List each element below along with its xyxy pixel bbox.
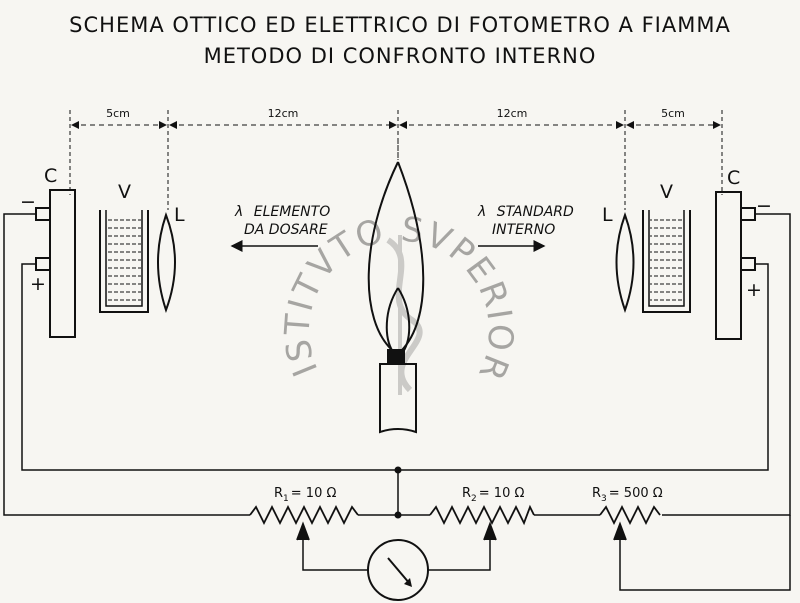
r3-value: = 500 Ω [609, 486, 663, 501]
cell-left-label: C [44, 165, 57, 187]
filter-cuvette-left [99, 210, 149, 313]
beam-right-line2: INTERNO [492, 222, 555, 238]
filter-cuvette-right [642, 210, 691, 313]
beam-right-line1: λ STANDARD [477, 204, 574, 220]
r1-value: = 10 Ω [291, 486, 337, 501]
polarity-right-plus: + [746, 279, 762, 301]
beam-left-line1: λ ELEMENTO [234, 204, 330, 220]
title-line-2: METODO DI CONFRONTO INTERNO [203, 44, 597, 68]
resistor-r2 [429, 504, 535, 541]
beam-left-text1: ELEMENTO [254, 204, 330, 220]
resistor-r3 [599, 504, 661, 541]
photocell-right [715, 191, 756, 340]
lens-right [615, 212, 635, 313]
r2-name: R [462, 486, 471, 501]
beam-right-symbol: λ [477, 204, 486, 220]
beam-left-line2: DA DOSARE [244, 222, 328, 238]
polarity-right-minus: − [756, 195, 772, 217]
svg-text:ISTITVTO SVPERIORE DI SANITA: ISTITVTO SVPERIORE DI SANITA [0, 0, 521, 387]
title-line-1: SCHEMA OTTICO ED ELETTRICO DI FOTOMETRO … [69, 13, 731, 37]
circuit-wiring [3, 213, 791, 591]
polarity-left-minus: − [20, 191, 36, 213]
cell-right-label: C [727, 167, 740, 189]
dimension-lines [69, 110, 723, 210]
r1-name: R [274, 486, 283, 501]
beam-left-symbol: λ [234, 204, 243, 220]
resistor-r2-label: R2= 10 Ω [462, 486, 524, 504]
galvanometer-icon [367, 539, 429, 601]
dimension-label-left-outer: 5cm [106, 107, 130, 120]
lens-right-label: L [602, 204, 613, 226]
r3-sub: 3 [601, 494, 607, 504]
r2-sub: 2 [471, 494, 477, 504]
filter-right-label: V [660, 181, 673, 203]
r2-value: = 10 Ω [479, 486, 525, 501]
resistor-r1 [249, 504, 359, 541]
polarity-left-plus: + [30, 273, 46, 295]
flame-burner [367, 140, 425, 434]
dimension-label-right-outer: 5cm [661, 107, 685, 120]
r1-sub: 1 [283, 494, 289, 504]
resistor-r3-label: R3= 500 Ω [592, 486, 663, 504]
watermark-seal: ISTITVTO SVPERIORE DI SANITA [0, 0, 521, 395]
r3-name: R [592, 486, 601, 501]
junction-top [394, 466, 402, 474]
dimension-label-left-inner: 12cm [268, 107, 299, 120]
dimension-label-right-inner: 12cm [497, 107, 528, 120]
beam-right-text1: STANDARD [497, 204, 574, 220]
filter-left-label: V [118, 181, 131, 203]
photocell-left [35, 189, 76, 338]
lens-left [157, 212, 176, 313]
junction-bottom [394, 511, 402, 519]
resistor-r1-label: R1= 10 Ω [274, 486, 336, 504]
lens-left-label: L [174, 204, 185, 226]
